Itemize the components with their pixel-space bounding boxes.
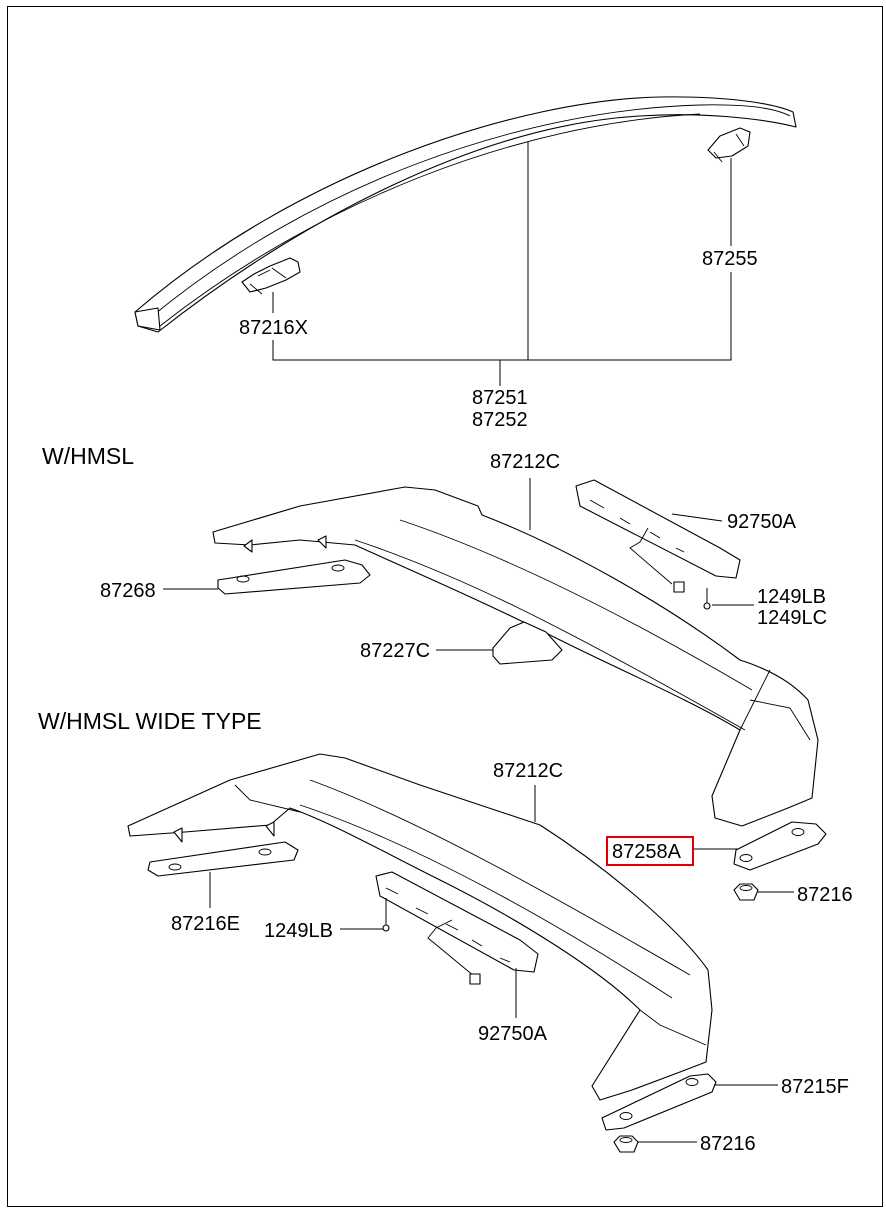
clip-87216x[interactable] <box>241 257 301 295</box>
label-87212c-top[interactable]: 87212C <box>490 451 560 473</box>
leader-92750a-top <box>671 513 723 522</box>
label-1249lb-wide[interactable]: 1249LB <box>264 920 333 942</box>
gasket-87216e[interactable] <box>147 841 299 877</box>
pad-87258a[interactable] <box>733 821 827 871</box>
label-1249lb-top[interactable]: 1249LB <box>757 586 826 608</box>
nut-87216-top[interactable] <box>733 883 759 901</box>
label-87212c-wide[interactable]: 87212C <box>493 760 563 782</box>
gasket-87268[interactable] <box>217 559 371 595</box>
leader-bracket-roof <box>272 272 732 361</box>
label-87216-bottom[interactable]: 87216 <box>700 1133 756 1155</box>
label-1249lc-top[interactable]: 1249LC <box>757 607 827 629</box>
label-92750a-top[interactable]: 92750A <box>727 511 797 533</box>
nut-87216-bottom[interactable] <box>613 1135 639 1153</box>
highlight-box-87258a <box>606 836 694 866</box>
label-87268[interactable]: 87268 <box>100 580 156 602</box>
screw-1249lb-top[interactable] <box>703 588 711 610</box>
clip-87255[interactable] <box>707 127 751 163</box>
label-87251[interactable]: 87251 <box>472 387 528 409</box>
section-title-hmsl: W/HMSL <box>42 443 134 469</box>
bracket-92750a-top[interactable] <box>575 479 741 593</box>
label-87258a[interactable]: 87258A <box>612 841 682 863</box>
pad-87215f[interactable] <box>601 1073 717 1131</box>
label-87255[interactable]: 87255 <box>702 248 758 270</box>
spoiler-87212c-wide[interactable] <box>127 753 713 1101</box>
label-87216x[interactable]: 87216X <box>239 317 308 339</box>
label-87227c[interactable]: 87227C <box>360 640 430 662</box>
roof-molding[interactable] <box>134 96 797 333</box>
label-87215f[interactable]: 87215F <box>781 1076 849 1098</box>
section-title-hmsl-wide: W/HMSL WIDE TYPE <box>38 708 262 734</box>
spoiler-87212c[interactable] <box>212 486 819 827</box>
label-87216-top[interactable]: 87216 <box>797 884 853 906</box>
bracket-92750a-wide[interactable] <box>375 871 539 985</box>
screw-1249lb-wide[interactable] <box>382 898 390 932</box>
lamp-cover-87227c[interactable] <box>492 621 563 665</box>
label-92750a-wide[interactable]: 92750A <box>478 1023 548 1045</box>
diagram-frame <box>7 6 883 1207</box>
label-87252[interactable]: 87252 <box>472 409 528 431</box>
label-87216e[interactable]: 87216E <box>171 913 240 935</box>
